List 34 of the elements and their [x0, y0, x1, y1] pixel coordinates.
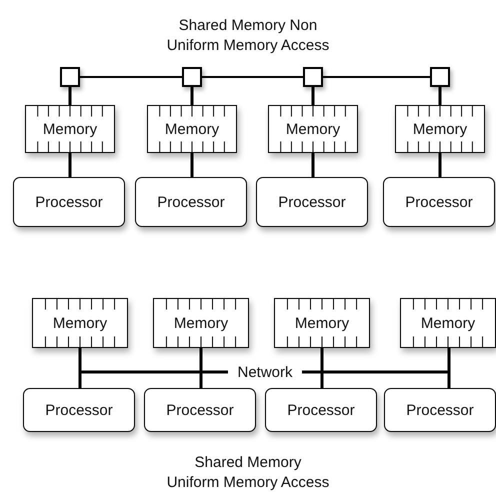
connector-line — [202, 76, 303, 78]
switch-node — [303, 67, 323, 87]
connector-line — [438, 153, 442, 177]
diagram-caption: Shared Memory Non Uniform Memory Access — [166, 16, 330, 56]
connector-line — [68, 153, 72, 177]
connector-line — [80, 76, 182, 78]
processor-box: Processor — [23, 388, 135, 432]
processor-box: Processor — [144, 388, 256, 432]
connector-line — [190, 87, 194, 105]
memory-module: Memory — [274, 298, 370, 348]
processor-box: Processor — [265, 388, 377, 432]
memory-module: Memory — [153, 298, 249, 348]
processor-box: Processor — [135, 177, 247, 227]
connector-line — [438, 87, 442, 105]
connector-line — [190, 153, 194, 177]
processor-box: Processor — [256, 177, 368, 227]
memory-module: Memory — [395, 105, 485, 153]
diagram-caption: Shared Memory Uniform Memory Access — [166, 453, 330, 493]
switch-node — [60, 67, 80, 87]
connector-line — [312, 153, 314, 177]
switch-node — [430, 67, 450, 87]
connector-line — [200, 370, 228, 388]
connector-line — [312, 87, 314, 105]
connector-line — [68, 87, 72, 105]
switch-node — [182, 67, 202, 87]
memory-module: Memory — [147, 105, 237, 153]
memory-module: Memory — [25, 105, 115, 153]
processor-box: Processor — [384, 388, 496, 432]
processor-box: Processor — [13, 177, 125, 227]
memory-module: Memory — [400, 298, 496, 348]
connector-line — [323, 76, 430, 78]
memory-module: Memory — [268, 105, 358, 153]
memory-module: Memory — [32, 298, 128, 348]
processor-box: Processor — [383, 177, 495, 227]
